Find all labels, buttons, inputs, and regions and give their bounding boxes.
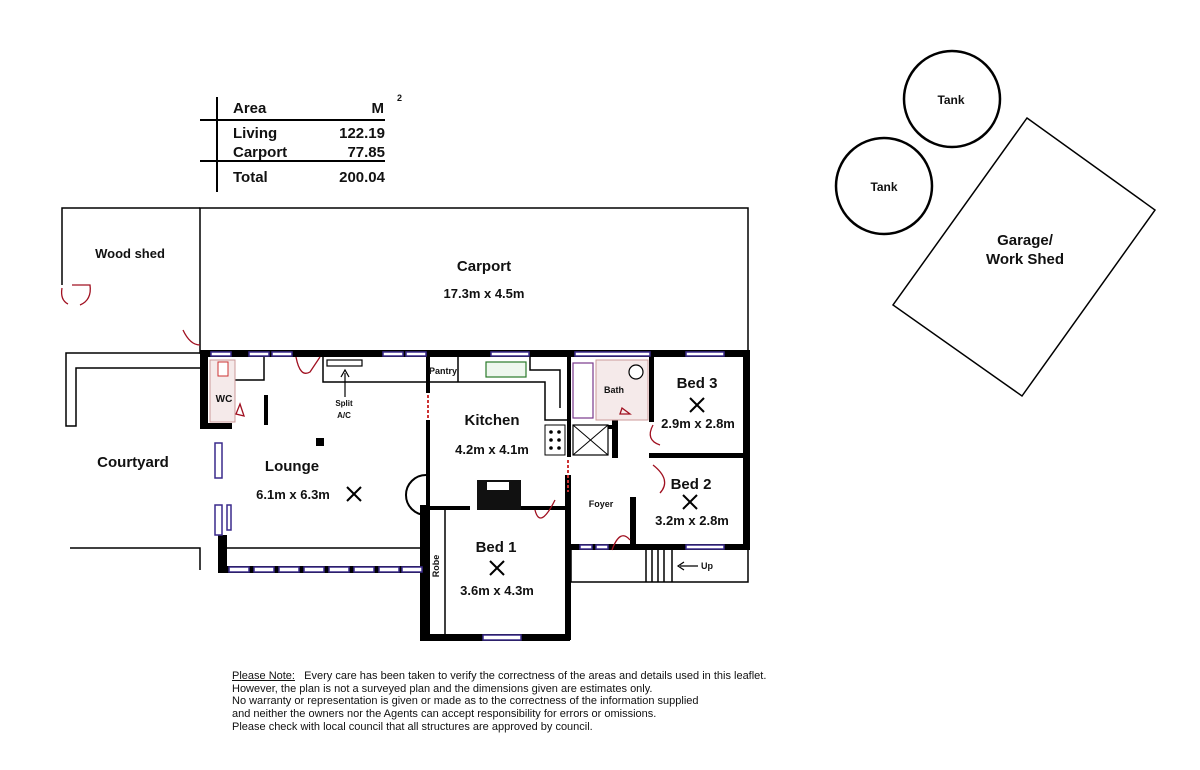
kitchen-label: Kitchen [464,412,519,429]
courtyard: Courtyard [65,352,201,570]
lounge-dims: 6.1m x 6.3m [256,487,330,502]
up-label: Up [701,561,713,571]
area-header-unit: M [372,100,385,117]
split-ac-label: A/C [337,411,351,420]
garage-label: Work Shed [986,251,1064,268]
wood-shed-label: Wood shed [95,246,165,261]
bed1-dims: 3.6m x 4.3m [460,583,534,598]
room-labels: WC Split A/C Pantry Bath Kitchen 4.2m x … [216,366,735,598]
note-lead: Please Note: [232,670,295,682]
tank-2-label: Tank [870,180,897,194]
tank-1-label: Tank [937,93,964,107]
note-line: Every care has been taken to verify the … [304,670,767,682]
garage-outline [891,116,1157,398]
carport-area: Wood shed Carport 17.3m x 4.5m [60,207,749,354]
bath-label: Bath [604,385,624,395]
bed3-dims: 2.9m x 2.8m [661,416,735,431]
fan-icon [489,560,505,576]
tank-2 [834,136,934,236]
pantry-label: Pantry [429,366,457,376]
note-line: However, the plan is not a surveyed plan… [232,682,653,695]
courtyard-label: Courtyard [97,454,169,471]
area-header-label: Area [233,100,267,117]
house-walls [200,350,750,641]
area-total-label: Total [233,169,268,186]
area-row-label: Living [233,125,277,142]
lounge-label: Lounge [265,458,319,475]
garage-label: Garage/ [997,232,1054,249]
kitchen-dims: 4.2m x 4.1m [455,442,529,457]
area-row-value: 77.85 [347,144,385,161]
outbuildings: Tank Tank Garage/ Work Shed [834,49,1157,398]
tank-1 [902,49,1002,149]
fan-icon [682,494,698,510]
foyer-label: Foyer [589,499,614,509]
note-line: and neither the owners nor the Agents ca… [232,707,657,720]
ceiling-fans [346,397,705,576]
fan-icon [346,486,362,502]
unit-superscript: 2 [397,93,402,103]
area-row-label: Carport [233,144,287,161]
area-total-value: 200.04 [339,169,386,186]
robe-label: Robe [431,555,441,578]
area-row-value: 122.19 [339,125,385,142]
split-ac-label: Split [335,399,353,408]
bed1-label: Bed 1 [476,539,517,556]
bed3-label: Bed 3 [677,375,718,392]
disclaimer-note: Please Note: Every care has been taken t… [232,670,766,734]
note-line: Please check with local council that all… [232,721,593,733]
bed2-dims: 3.2m x 2.8m [655,513,729,528]
wc-label: WC [216,394,233,405]
carport-dims: 17.3m x 4.5m [444,286,525,301]
area-table: Area M 2 Living 122.19 Carport 77.85 Tot… [200,93,402,192]
bed2-label: Bed 2 [671,476,712,493]
note-line: No warranty or representation is given o… [232,695,699,707]
carport-label: Carport [457,258,511,275]
fan-icon [689,397,705,413]
